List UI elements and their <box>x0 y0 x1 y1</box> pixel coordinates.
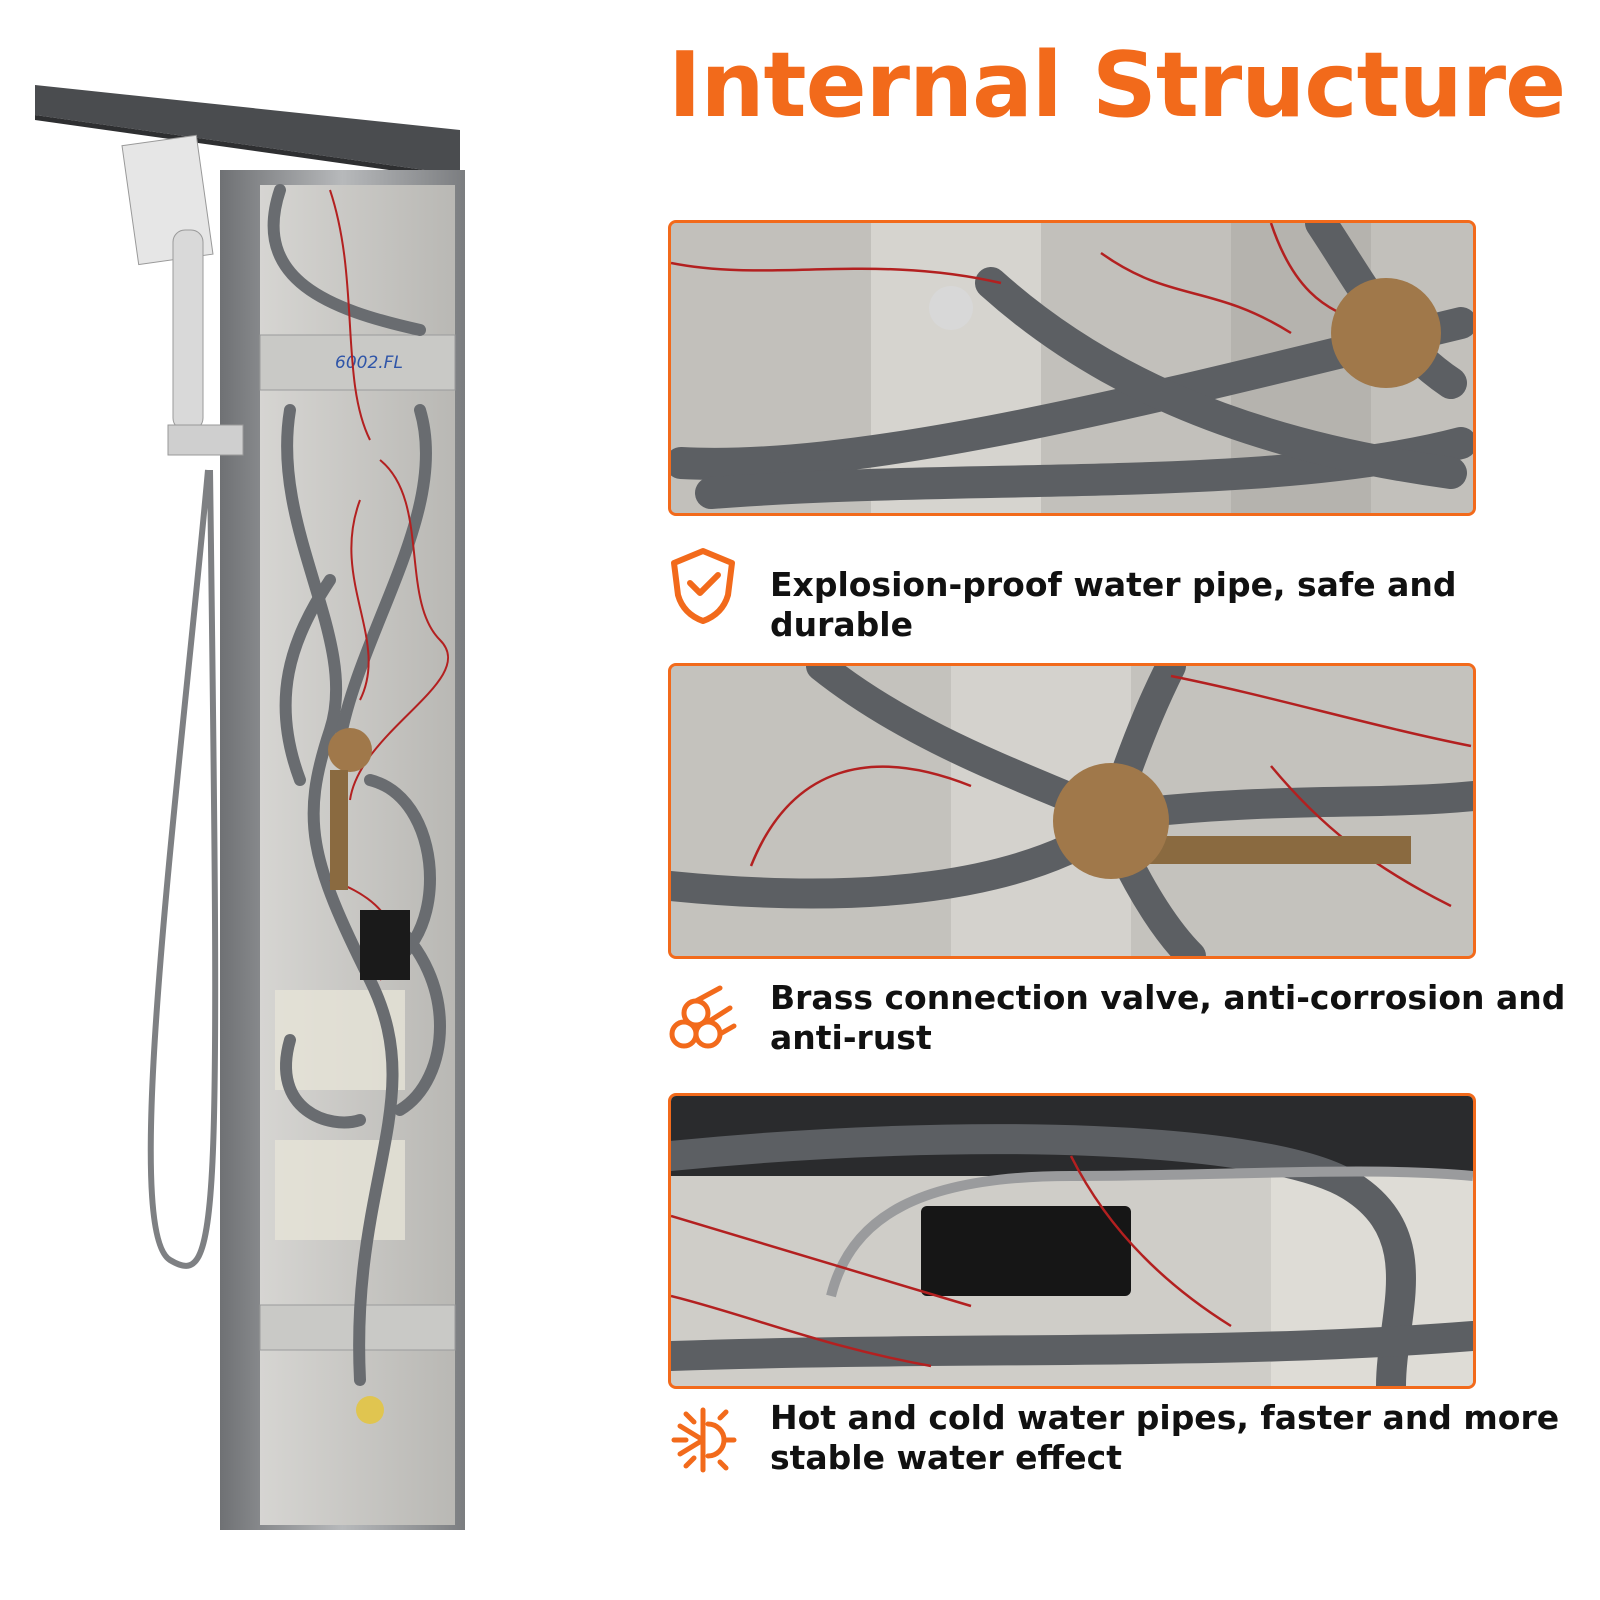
detail-photo-pipes <box>668 220 1476 516</box>
detail-photo-brass-valve <box>668 663 1476 959</box>
shield-check-icon <box>668 545 738 625</box>
pipes-icon <box>668 980 738 1060</box>
panel-label: 6002.FL <box>335 353 403 373</box>
shower-panel-image: 6002.FL <box>30 80 480 1540</box>
feature-text-brass-valve: Brass connection valve, anti-corrosion a… <box>770 978 1566 1057</box>
page-title: Internal Structure <box>668 33 1566 138</box>
hot-cold-icon <box>668 1400 738 1480</box>
feature-text-explosion-proof: Explosion-proof water pipe, safe and dur… <box>770 565 1457 644</box>
feature-text-hot-cold: Hot and cold water pipes, faster and mor… <box>770 1398 1560 1477</box>
detail-photo-hot-cold-pipes <box>668 1093 1476 1389</box>
